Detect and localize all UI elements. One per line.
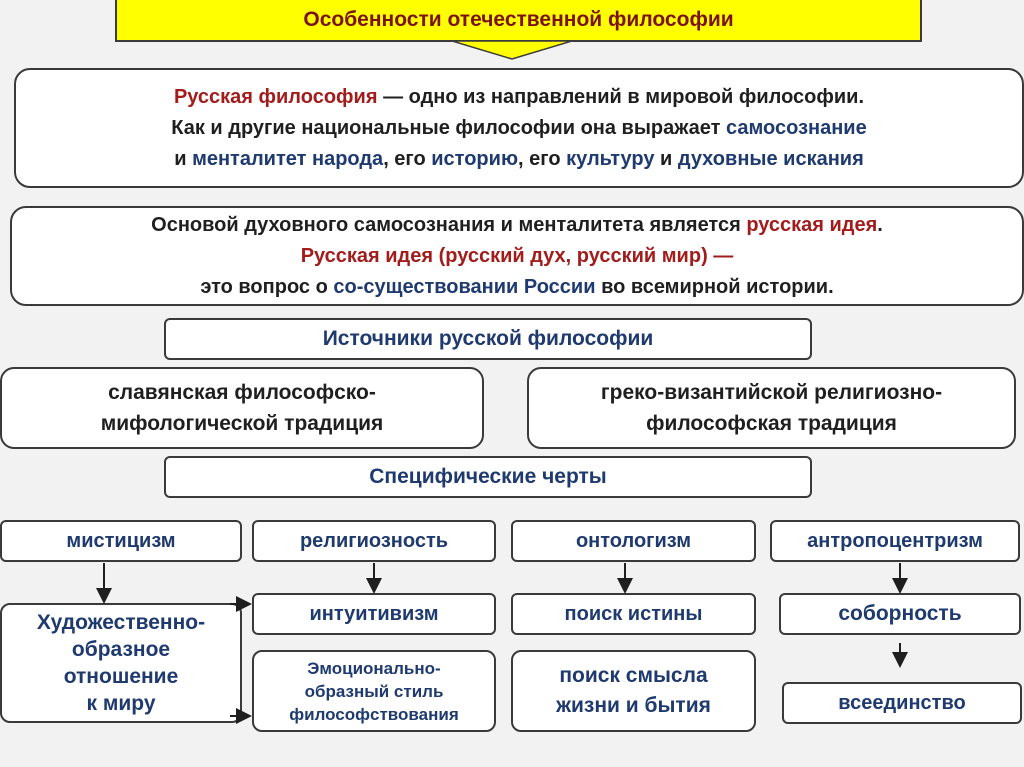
idea-line-3: это вопрос о со-существовании России во …: [151, 272, 883, 303]
page-title-banner: Особенности отечественной философии: [115, 0, 922, 42]
feature-anthropocentrism-label: антропоцентризм: [807, 529, 983, 552]
feature-artistic-attitude: Художественно- образное отношение к миру: [0, 603, 242, 723]
term-spiritual-quests: духовные искания: [677, 147, 864, 170]
definition-text: Как и другие национальные философии она …: [171, 116, 727, 139]
definition-text: , его: [383, 147, 432, 170]
feature-religiosity: религиозность: [252, 520, 496, 562]
idea-line-1: Основой духовного самосознания и ментали…: [151, 210, 883, 241]
definition-text: — одно из направлений в мировой философи…: [377, 85, 865, 108]
artistic-line-1: Художественно-: [36, 611, 206, 634]
term-mentality: менталитет народа: [192, 147, 384, 170]
sources-heading-text: Источники русской философии: [322, 327, 654, 350]
russian-idea-box: Основой духовного самосознания и ментали…: [10, 206, 1024, 306]
source-slavic: славянская философско- мифологической тр…: [0, 367, 484, 449]
idea-text: это вопрос о: [200, 275, 334, 298]
feature-intuitivism-label: интуитивизм: [309, 602, 439, 625]
features-heading-text: Специфические черты: [369, 465, 607, 488]
term-self-awareness: самосознание: [726, 116, 867, 139]
idea-text: Основой духовного самосознания и ментали…: [151, 213, 747, 236]
feature-vseedinstvo: всеединство: [782, 682, 1022, 724]
meaning-line-2: жизни и бытия: [556, 694, 711, 717]
definition-text: и: [174, 147, 193, 170]
emotional-line-2: образный стиль: [304, 681, 444, 701]
term-russian-philosophy: Русская философия: [173, 85, 378, 108]
source-slavic-line-1: славянская философско-: [108, 381, 376, 404]
feature-truth-search-label: поиск истины: [564, 602, 703, 625]
artistic-line-2: образное: [71, 638, 171, 661]
feature-religiosity-label: религиозность: [299, 529, 449, 552]
features-heading: Специфические черты: [164, 456, 812, 498]
term-history: историю: [431, 147, 519, 170]
definition-line-1: Русская философия — одно из направлений …: [171, 82, 866, 113]
definition-line-3: и менталитет народа, его историю, его ку…: [171, 144, 866, 175]
feature-sobornost-label: соборность: [838, 602, 962, 625]
definition-text: , его: [518, 147, 567, 170]
feature-vseedinstvo-label: всеединство: [838, 691, 966, 714]
feature-sobornost: соборность: [779, 593, 1021, 635]
definition-text: и: [654, 147, 678, 170]
page-title: Особенности отечественной философии: [303, 8, 734, 31]
feature-ontologism: онтологизм: [511, 520, 756, 562]
source-slavic-line-2: мифологической традиция: [100, 412, 384, 435]
feature-ontologism-label: онтологизм: [575, 529, 692, 552]
source-greek-line-1: греко-византийской религиозно-: [600, 381, 943, 404]
feature-mysticism-label: мистицизм: [66, 529, 176, 552]
idea-text: во всемирной истории.: [595, 275, 834, 298]
artistic-line-3: отношение: [63, 665, 179, 688]
term-russian-idea: русская идея: [746, 213, 878, 236]
source-greek-byzantine: греко-византийской религиозно- философск…: [527, 367, 1016, 449]
artistic-line-4: к миру: [86, 692, 156, 715]
feature-anthropocentrism: антропоцентризм: [770, 520, 1020, 562]
feature-meaning-search: поиск смысла жизни и бытия: [511, 650, 756, 732]
sources-heading: Источники русской философии: [164, 318, 812, 360]
feature-intuitivism: интуитивизм: [252, 593, 496, 635]
feature-truth-search: поиск истины: [511, 593, 756, 635]
term-culture: культуру: [566, 147, 655, 170]
term-coexistence: со-существовании России: [333, 275, 596, 298]
meaning-line-1: поиск смысла: [559, 664, 708, 687]
emotional-line-3: философствования: [289, 704, 459, 724]
feature-mysticism: мистицизм: [0, 520, 242, 562]
definition-box: Русская философия — одно из направлений …: [14, 68, 1024, 188]
definition-line-2: Как и другие национальные философии она …: [171, 113, 866, 144]
title-pointer-icon: [452, 41, 572, 60]
idea-line-2: Русская идея (русский дух, русский мир) …: [300, 244, 734, 267]
idea-text: .: [877, 213, 883, 236]
emotional-line-1: Эмоционально-: [307, 658, 441, 678]
source-greek-line-2: философская традиция: [646, 412, 897, 435]
feature-emotional-style: Эмоционально- образный стиль философство…: [252, 650, 496, 732]
